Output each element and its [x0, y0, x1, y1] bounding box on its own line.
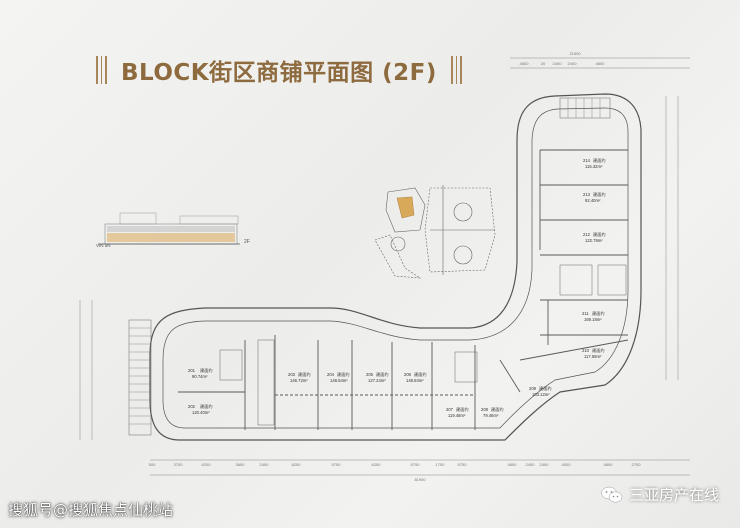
section-label: VIN 5N — [96, 243, 111, 248]
dimension-value: 2400 — [553, 61, 563, 66]
dimension-value: 6250 — [372, 462, 382, 467]
dimension-value: 3600 — [236, 462, 246, 467]
dimension-value: 2700 — [632, 462, 642, 467]
dimension-value: 2400 — [526, 462, 536, 467]
dimension-value: 5750 — [332, 462, 342, 467]
unit-area: 115.32m² — [585, 164, 603, 169]
dimension-value: 5750 — [458, 462, 468, 467]
unit-id: 201 — [188, 368, 196, 373]
unit-id: 212 — [583, 232, 591, 237]
floor-plan-outline — [149, 93, 642, 441]
unit-id: 210 — [582, 348, 590, 353]
dimension-value: 3700 — [174, 462, 184, 467]
floor-tag: 2F — [244, 239, 250, 245]
stair-cores — [128, 97, 627, 436]
unit-area-label: 建面约 — [539, 385, 552, 392]
unit-area: 148.84m² — [406, 378, 424, 383]
unit-id: 205 — [366, 372, 374, 377]
unit-area: 92.40m² — [585, 198, 601, 203]
wechat-icon — [601, 486, 623, 502]
unit-area-label: 建面约 — [593, 191, 606, 198]
building-section-elevation: VIN 5N 2F — [96, 212, 250, 248]
dimension-value: 4800 — [596, 61, 606, 66]
unit-id: 204 — [327, 372, 335, 377]
dimension-value: 6200 — [202, 462, 212, 467]
unit-area-label: 建面约 — [200, 367, 213, 374]
unit-id: 214 — [583, 158, 591, 163]
dimension-value: 2400 — [540, 462, 550, 467]
unit-id: 206 — [404, 372, 412, 377]
unit-area: 148.54m² — [330, 378, 348, 383]
watermark-sohu: 搜狐号@搜狐焦点仙桃站 — [8, 501, 174, 519]
dimension-total: 81900 — [414, 477, 426, 482]
unit-labels: 201 建面约 90.74m² 202 建面约 120.40m² 203 建面约… — [188, 157, 606, 418]
unit-id: 207 — [446, 407, 454, 412]
unit-area: 103.12m² — [532, 392, 550, 397]
unit-id: 213 — [583, 192, 591, 197]
site-key-plan — [374, 185, 496, 279]
watermark-account: 三亚房产在线 — [601, 484, 719, 505]
unit-area: 120.40m² — [192, 410, 210, 415]
unit-area: 127.24m² — [368, 378, 386, 383]
unit-area-label: 建面约 — [298, 371, 311, 378]
watermark-account-name: 三亚房产在线 — [629, 486, 720, 504]
unit-area: 117.59m² — [584, 354, 602, 359]
unit-area: 122.79m² — [585, 238, 603, 243]
unit-area-label: 建面约 — [592, 310, 605, 317]
interior-walls — [178, 149, 629, 430]
dimension-value: 4800 — [604, 462, 614, 467]
unit-area: 90.74m² — [192, 374, 208, 379]
unit-area-label: 建面约 — [593, 157, 606, 164]
dimension-value: 8250 — [292, 462, 302, 467]
dimension-value: 5750 — [411, 462, 421, 467]
escalator-hatch — [129, 98, 601, 425]
dimension-value: 4000 — [562, 462, 572, 467]
title-right-ornament — [450, 55, 462, 85]
dimension-value: 1750 — [436, 462, 446, 467]
title-block: BLOCK街区商铺平面图 (2F) — [96, 52, 462, 88]
dimension-text-top: 21500 4800 20 2400 2400 4800 — [520, 51, 606, 66]
page-title: BLOCK街区商铺平面图 (2F) — [121, 60, 437, 86]
unit-area-label: 建面约 — [592, 347, 605, 354]
unit-id: 211 — [582, 311, 589, 316]
unit-area-label: 建面约 — [491, 406, 504, 413]
dimension-value: 20 — [541, 61, 546, 66]
dimension-value: 4800 — [520, 61, 530, 66]
unit-area-label: 建面约 — [593, 231, 606, 238]
unit-id: 209 — [529, 386, 537, 391]
title-left-ornament — [96, 55, 107, 85]
unit-area-label: 建面约 — [414, 371, 427, 378]
unit-area: 79.46m² — [483, 413, 499, 418]
unit-area: 146.72m² — [290, 378, 308, 383]
dimension-total: 21500 — [569, 51, 581, 56]
unit-area: 169.18m² — [584, 317, 602, 322]
unit-id: 202 — [188, 404, 196, 409]
unit-area: 119.48m² — [448, 413, 466, 418]
unit-area-label: 建面约 — [456, 406, 469, 413]
dimension-value: 4800 — [508, 462, 518, 467]
unit-area-label: 建面约 — [200, 403, 213, 410]
unit-id: 208 — [481, 407, 489, 412]
unit-area-label: 建面约 — [376, 371, 389, 378]
unit-id: 203 — [288, 372, 296, 377]
dimension-value: 500 — [149, 462, 156, 467]
dimension-lines — [79, 57, 690, 476]
dimension-value: 2400 — [568, 61, 578, 66]
dimension-text-bottom: 500 3700 6200 3600 2400 8250 5750 6250 5… — [149, 462, 642, 482]
unit-area-label: 建面约 — [337, 371, 350, 378]
dimension-value: 2400 — [260, 462, 270, 467]
